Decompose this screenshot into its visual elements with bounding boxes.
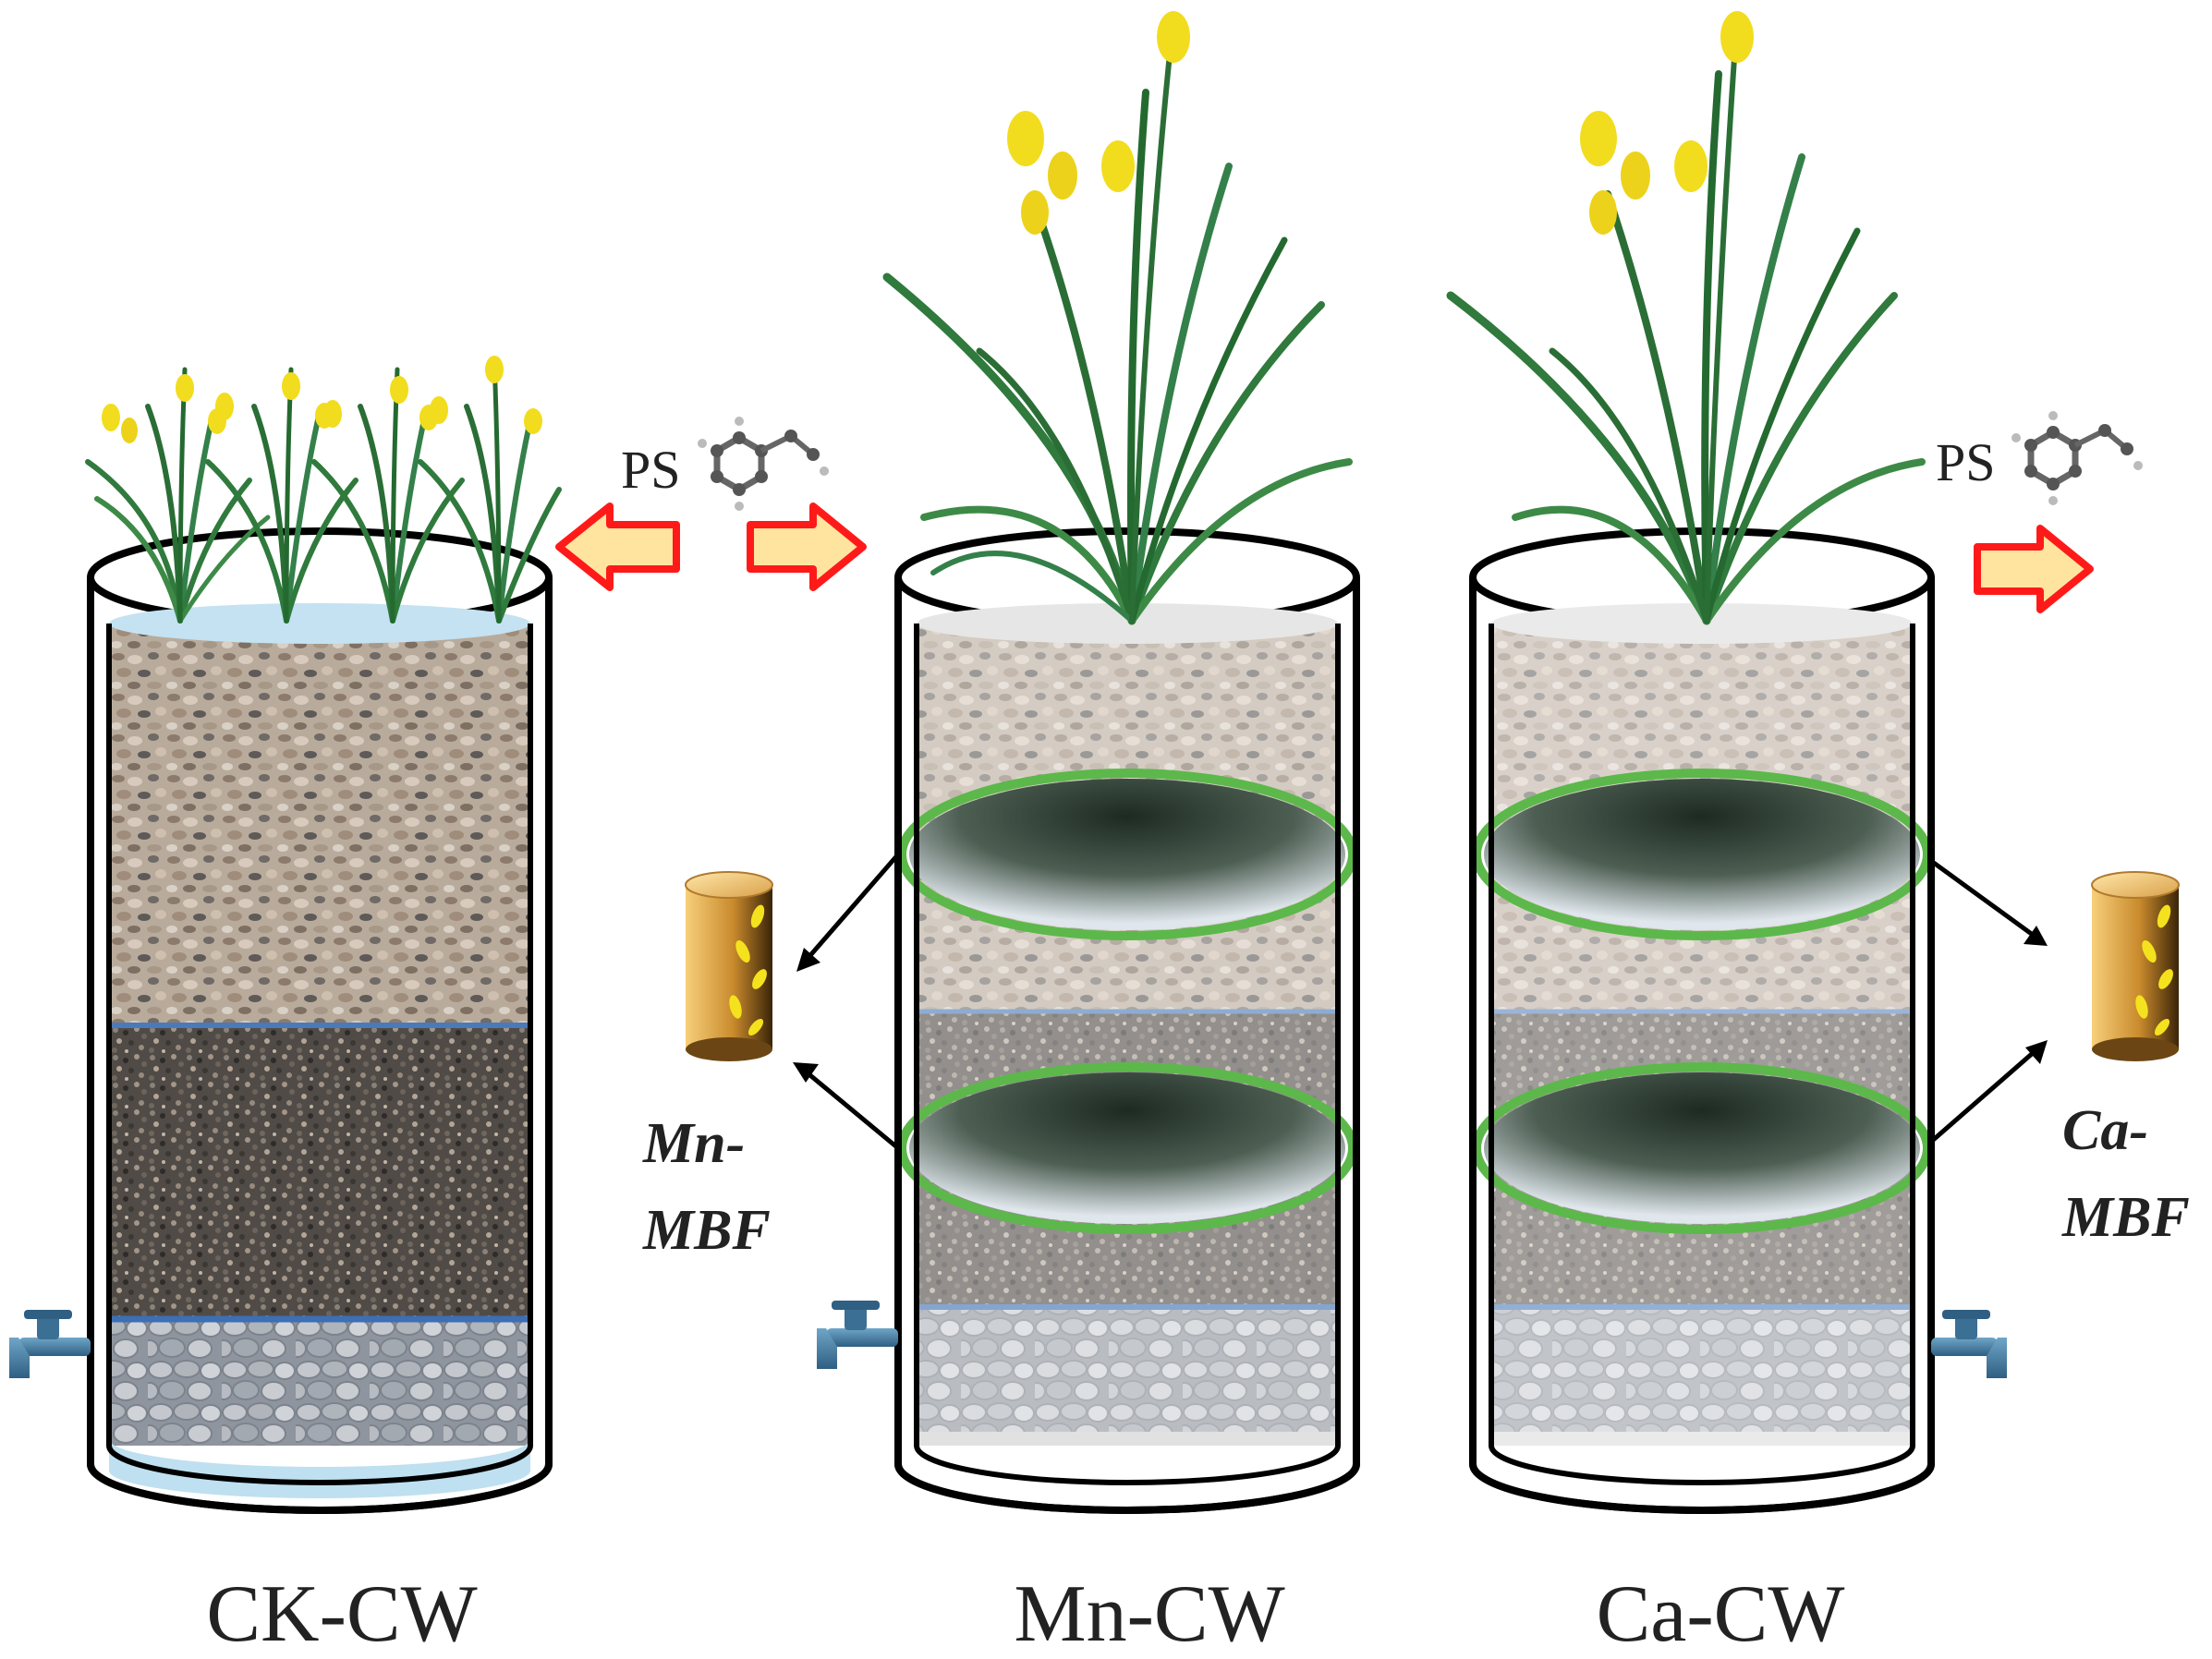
iris-plants — [85, 356, 562, 624]
reactor-label-mn-cw: Mn-CW — [1014, 1569, 1284, 1659]
link-arrow — [1929, 858, 2035, 938]
biofilm-disc-upper — [1472, 769, 1932, 940]
cobble-layer-bottom — [109, 1319, 530, 1446]
biofilm-disc-lower — [897, 1062, 1357, 1234]
flow-arrow-left — [555, 503, 680, 591]
mn-mbf-label-line1: Mn- — [642, 1112, 745, 1175]
link-arrow — [804, 853, 900, 963]
reactor-outer-front — [1469, 577, 1935, 1514]
biofilm-carrier-icon — [2091, 871, 2180, 1061]
reactor-ck-cw — [9, 356, 562, 1514]
biofilm-disc-upper — [897, 769, 1357, 940]
cobble-layer-bottom — [917, 1307, 1338, 1432]
iris-plant — [882, 11, 1353, 625]
gravel-layer-top — [109, 624, 530, 1025]
link-arrow — [1929, 1051, 2035, 1144]
water-bottom — [109, 1439, 530, 1498]
outlet-tap-icon — [817, 1301, 898, 1369]
water-surface — [1491, 603, 1913, 644]
outlet-tap-icon — [9, 1310, 91, 1378]
iris-plant — [1446, 11, 1926, 625]
mn-mbf-label-line2: MBF — [642, 1199, 771, 1262]
ps-label: PS — [1936, 432, 1996, 492]
flow-arrow-right — [747, 503, 867, 591]
ca-mbf-label-line1: Ca- — [2062, 1099, 2148, 1162]
ps-flow-indicator-right: PS — [1936, 411, 2143, 613]
outlet-tap-icon — [1931, 1310, 2007, 1378]
ps-label: PS — [621, 440, 681, 500]
ca-mbf-carrier: Ca- MBF — [1929, 858, 2190, 1249]
water-surface — [917, 603, 1338, 644]
biofilm-disc-lower — [1472, 1062, 1932, 1234]
link-arrow — [804, 1070, 900, 1150]
flow-arrow-out — [1974, 525, 2094, 613]
reactor-label-ck-cw: CK-CW — [206, 1569, 477, 1659]
reactor-ca-cw — [1446, 11, 2007, 1514]
water-surface — [109, 603, 530, 644]
reactor-inner-wall — [1489, 624, 1915, 1485]
styrene-molecule-icon — [2011, 411, 2143, 505]
reactor-label-ca-cw: Ca-CW — [1597, 1569, 1845, 1659]
mn-mbf-carrier: Mn- MBF — [642, 853, 900, 1262]
reactor-inner-wall — [914, 624, 1341, 1485]
reactor-outer-front — [87, 577, 553, 1514]
ca-mbf-label-line2: MBF — [2061, 1186, 2190, 1249]
styrene-molecule-icon — [698, 417, 829, 511]
reactor-outer-front — [894, 577, 1360, 1514]
biofilm-carrier-icon — [685, 871, 773, 1061]
reactor-inner-wall — [106, 624, 533, 1485]
gravel-layer-middle — [109, 1025, 530, 1319]
reactor-mn-cw — [817, 11, 1360, 1514]
cobble-layer-bottom — [1491, 1307, 1913, 1432]
ps-flow-indicator-left: PS — [555, 417, 867, 591]
